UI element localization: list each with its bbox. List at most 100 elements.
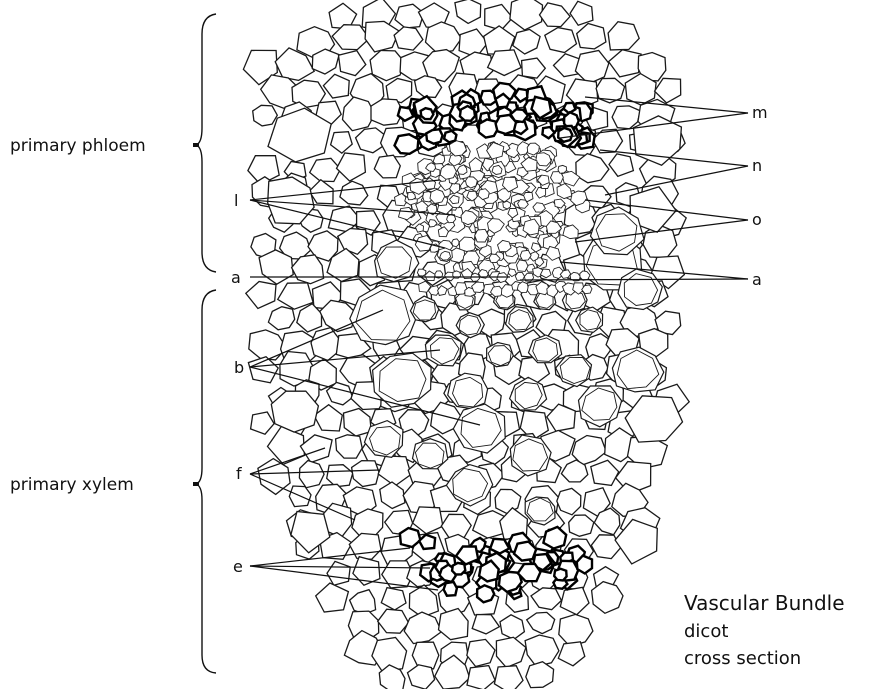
ground-cell xyxy=(251,412,275,434)
phloem-cell xyxy=(452,239,459,247)
ground-cell xyxy=(395,4,424,28)
phloem-cell xyxy=(503,201,511,209)
ground-cell xyxy=(378,456,411,486)
ground-cell xyxy=(592,582,623,614)
phloem-cell xyxy=(447,215,456,223)
phloem-fiber xyxy=(398,107,413,121)
label-o: o xyxy=(752,210,762,229)
phloem-fiber xyxy=(444,131,456,143)
ground-cell xyxy=(356,128,385,153)
ground-cell xyxy=(467,666,495,689)
xylem-vessel xyxy=(456,313,484,338)
ground-cell xyxy=(249,330,287,360)
label-b: b xyxy=(234,358,244,377)
ground-cell xyxy=(352,461,379,487)
ground-cell xyxy=(527,612,555,633)
ground-cell xyxy=(336,435,363,458)
ground-cell xyxy=(612,106,640,129)
xylem-fiber xyxy=(477,585,494,602)
phloem-cell xyxy=(520,250,531,260)
xylem-fiber xyxy=(514,542,536,561)
ground-cell xyxy=(513,29,540,54)
ground-cell xyxy=(467,639,495,666)
ground-cell xyxy=(531,588,561,610)
ground-cell xyxy=(494,666,523,689)
ground-cell xyxy=(268,307,294,330)
label-m: m xyxy=(752,103,768,122)
xylem-fiber xyxy=(490,539,509,554)
ground-cell xyxy=(495,489,521,513)
ground-cell xyxy=(412,642,439,669)
primary-phloem-label: primary phloem xyxy=(10,136,146,156)
ground-cell xyxy=(609,154,633,176)
caption-dicot: dicot xyxy=(684,621,728,642)
phloem-cell xyxy=(492,165,502,174)
label-f: f xyxy=(236,464,242,483)
phloem-fiber xyxy=(460,106,475,121)
ground-cell xyxy=(577,24,606,49)
xylem-fiber xyxy=(554,569,566,581)
phloem-fiber xyxy=(426,129,442,143)
phloem-cell xyxy=(416,224,424,232)
phloem-bracket-tick xyxy=(193,143,199,147)
phloem-cell xyxy=(430,189,445,203)
ground-cell xyxy=(328,206,360,232)
ground-cell xyxy=(323,74,349,98)
ground-cell xyxy=(408,665,435,689)
ground-cell xyxy=(526,662,554,688)
phloem-cell xyxy=(517,260,529,272)
ground-cell xyxy=(569,515,594,536)
ground-cell xyxy=(576,154,609,183)
ground-cell xyxy=(327,561,350,585)
parenchyma-cell xyxy=(271,391,318,432)
phloem-cell xyxy=(536,187,546,198)
ground-cell xyxy=(300,435,332,463)
ground-cell xyxy=(374,155,400,178)
ground-cell xyxy=(327,465,353,487)
ground-cell xyxy=(340,181,368,205)
ground-cell xyxy=(344,409,372,437)
phloem-fiber xyxy=(558,128,572,142)
phloem-fiber xyxy=(496,115,516,134)
primary-xylem-label: primary xylem xyxy=(10,475,134,495)
label-l: l xyxy=(234,191,238,210)
ground-cell xyxy=(472,615,499,634)
ground-cell xyxy=(510,0,543,30)
ground-cell xyxy=(311,328,339,361)
xylem-fiber xyxy=(444,582,457,596)
phloem-fiber xyxy=(421,108,434,119)
ground-cell xyxy=(609,50,642,77)
ground-cell xyxy=(455,0,481,23)
phloem-cell xyxy=(498,240,512,251)
ground-cell xyxy=(339,51,366,76)
ground-cell xyxy=(349,533,381,559)
ground-cell xyxy=(560,587,589,614)
phloem-cell xyxy=(557,184,572,199)
ground-cell xyxy=(278,283,313,309)
phloem-cell xyxy=(469,158,482,172)
ground-cell xyxy=(545,28,577,53)
phloem-fiber xyxy=(395,134,419,154)
label-a-right: a xyxy=(752,270,762,289)
xylem-fiber xyxy=(452,563,465,575)
ground-cell xyxy=(591,460,619,485)
caption-title: Vascular Bundle xyxy=(684,591,845,615)
xylem-fiber xyxy=(400,528,421,547)
ground-cell xyxy=(496,637,526,667)
label-a-left: a xyxy=(231,268,241,287)
ground-cell xyxy=(246,282,276,309)
phloem-cell xyxy=(475,229,489,242)
phloem-cell xyxy=(558,165,566,173)
ground-cell xyxy=(380,482,405,509)
ground-cell xyxy=(522,58,546,78)
ground-cell xyxy=(337,153,366,181)
phloem-fine-cells xyxy=(395,141,593,298)
ground-cell xyxy=(559,614,593,646)
ground-cell xyxy=(253,105,278,126)
ground-cell xyxy=(381,588,406,610)
xylem-fiber xyxy=(543,527,566,549)
ground-cell xyxy=(299,461,324,488)
caption-cross-section: cross section xyxy=(684,648,801,669)
